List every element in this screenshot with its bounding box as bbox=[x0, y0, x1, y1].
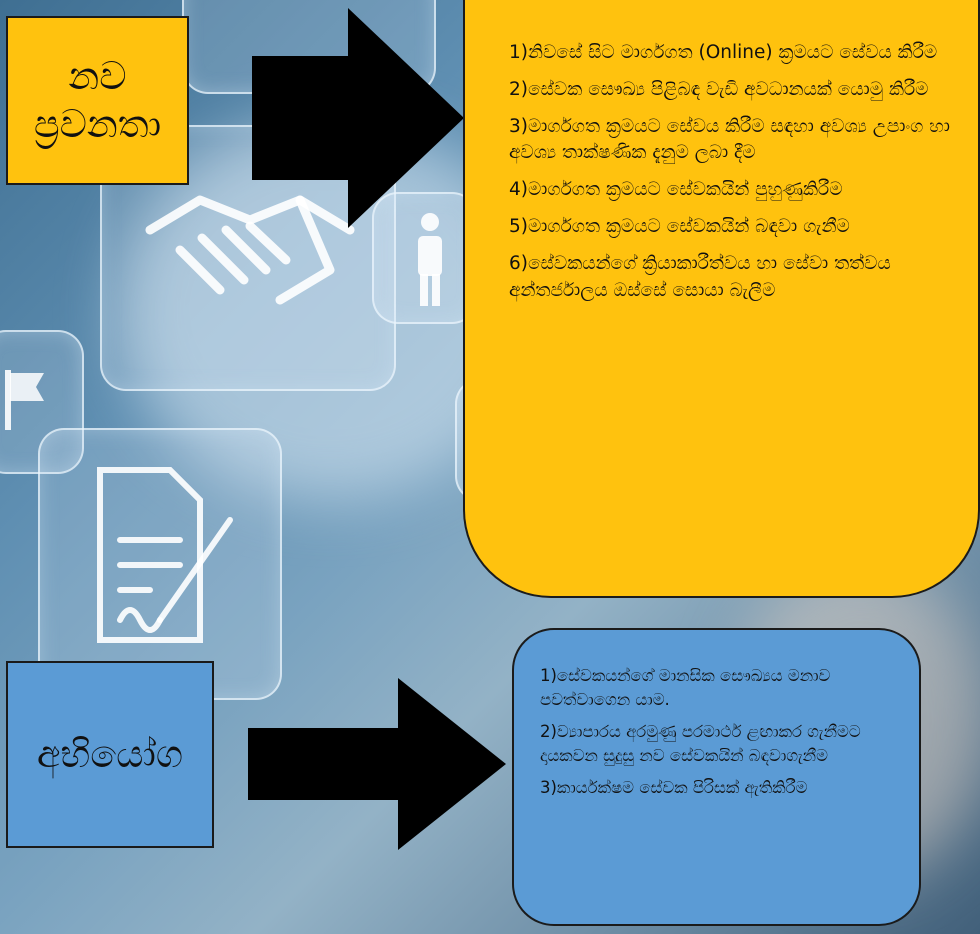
new-trends-label: නව ප්‍රවනතා bbox=[33, 54, 162, 146]
challenges-label: අභියෝග bbox=[36, 732, 184, 776]
new-trends-panel: 1)නිවසේ සිට මාර්ගගත (Online) ක්‍රමයට සේව… bbox=[463, 0, 980, 598]
challenge-item: 2)ව්‍යාපාරය අරමුණු පරමාර්ථ ළඟාකර ගැනීමට … bbox=[540, 721, 861, 765]
trend-item: 1)නිවසේ සිට මාර්ගගත (Online) ක්‍රමයට සේව… bbox=[509, 42, 938, 63]
trend-item: 6)සේවකයන්ගේ ක්‍රියාකාරීත්වය හා සේවා තත්ව… bbox=[509, 252, 891, 301]
challenge-item: 1)සේවකයන්ගේ මානසික සෞඛ්‍යය මනාව පවත්වාගෙ… bbox=[540, 666, 831, 709]
new-trends-label-box: නව ප්‍රවනතා bbox=[6, 16, 189, 185]
trend-item: 4)මාර්ගගත ක්‍රමයට සේවකයින් පුහුණුකිරීම bbox=[509, 179, 843, 201]
right-arrow-icon bbox=[252, 8, 464, 228]
challenge-item: 3)කාර්යක්ෂම සේවක පිරිසක් ඇතිකිරීම bbox=[540, 777, 808, 797]
document-pen-icon bbox=[97, 467, 233, 643]
trend-item: 3)මාර්ගගත ක්‍රමයට සේවය කිරීම සඳහා අවශ්‍ය… bbox=[509, 115, 950, 164]
flag-icon bbox=[5, 370, 44, 430]
challenges-label-box: අභියෝග bbox=[6, 661, 214, 848]
trend-item: 5)මාර්ගගත ක්‍රමයට සේවකයින් බඳවා ගැනීම bbox=[509, 216, 850, 238]
trend-item: 2)සේවක සෞඛ්‍ය පිළිබඳ වැඩි අවධානයක් යොමු … bbox=[509, 78, 929, 100]
right-arrow-icon bbox=[248, 678, 506, 850]
challenges-panel: 1)සේවකයන්ගේ මානසික සෞඛ්‍යය මනාව පවත්වාගෙ… bbox=[512, 628, 921, 926]
